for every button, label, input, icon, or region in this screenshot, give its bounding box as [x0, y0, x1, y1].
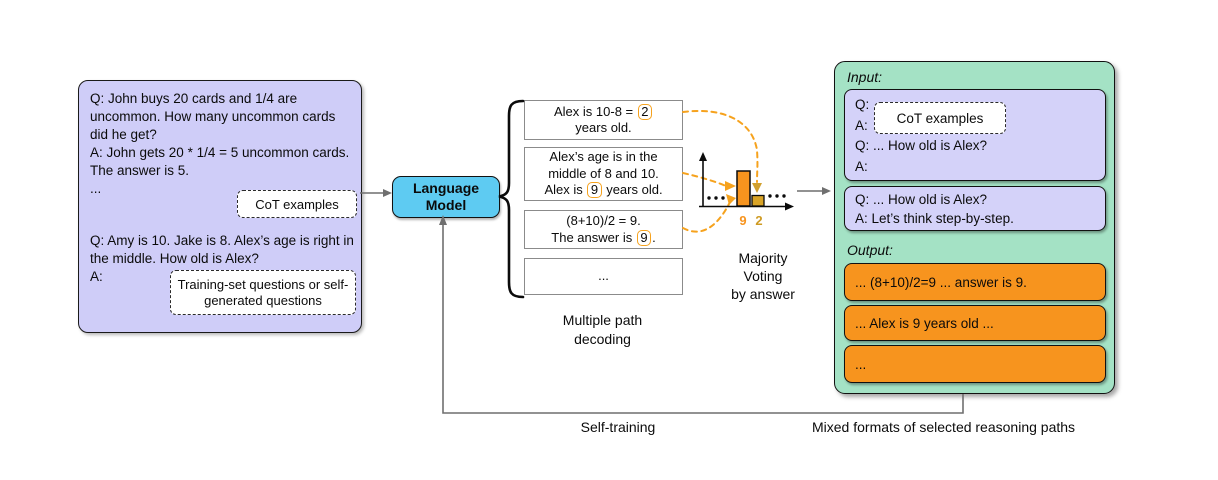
- path1-post: years old.: [575, 120, 632, 135]
- path3-post: .: [652, 229, 656, 245]
- path2-pre: Alex’s age is in the middle of 8 and 10.…: [544, 149, 659, 198]
- input-prompt-stepbystep-format: Q: ... How old is Alex? A: Let’s think s…: [844, 186, 1106, 231]
- output-path-2: ... Alex is 9 years old ...: [844, 305, 1106, 341]
- mixed-formats-label: Mixed formats of selected reasoning path…: [812, 419, 1076, 435]
- histogram-dots: [707, 194, 786, 200]
- output-path-more: ...: [844, 345, 1106, 383]
- decoded-path-more: ...: [524, 258, 683, 295]
- self-training-data-panel: Input: Q: A: Q: ... How old is Alex? A: …: [834, 61, 1115, 394]
- cot-example-text: Q: John buys 20 cards and 1/4 are uncomm…: [90, 91, 350, 196]
- cot-examples-tag-2-label: CoT examples: [896, 110, 984, 126]
- decoded-path-2: Alex’s age is in the middle of 8 and 10.…: [524, 147, 683, 201]
- training-questions-tag-label: Training-set questions or self-generated…: [177, 276, 349, 308]
- input-label: Input:: [847, 69, 883, 85]
- arrowhead-into-bar9-b: [726, 194, 736, 205]
- input-prompt-cot-lines: Q: A: Q: ... How old is Alex? A:: [855, 97, 988, 174]
- cot-examples-tag: CoT examples: [237, 190, 357, 218]
- path-more-label: ...: [598, 268, 609, 284]
- brace-icon: [498, 99, 525, 299]
- curve-path1-to-bar2: [682, 110, 759, 183]
- output-path-1-text: ... (8+10)/2=9 ... answer is 9.: [855, 274, 1027, 290]
- output-path-2-text: ... Alex is 9 years old ...: [855, 315, 994, 331]
- training-questions-tag: Training-set questions or self-generated…: [170, 270, 356, 315]
- arrowhead-into-bar2: [752, 183, 762, 193]
- input-prompt-cot-format: Q: A: Q: ... How old is Alex? A: CoT exa…: [844, 89, 1106, 181]
- arrow-vote-to-result: [797, 187, 831, 195]
- input-prompt-stepbystep-lines: Q: ... How old is Alex? A: Let’s think s…: [855, 192, 1014, 226]
- output-path-1: ... (8+10)/2=9 ... answer is 9.: [844, 263, 1106, 301]
- cot-examples-tag-2: CoT examples: [874, 102, 1006, 134]
- vote-bar-label-9: 9: [739, 213, 747, 228]
- curve-path2-to-bar9: [682, 172, 727, 187]
- decoded-path-3: (8+10)/2 = 9. The answer is 9.: [524, 210, 683, 249]
- multiple-path-decoding-caption: Multiple path decoding: [562, 312, 643, 347]
- path1-pre: Alex is 10-8 =: [554, 103, 637, 119]
- prompt-panel: Q: John buys 20 cards and 1/4 are uncomm…: [78, 80, 362, 333]
- output-path-more-text: ...: [855, 356, 867, 372]
- arrow-prompt-to-lm: [360, 189, 392, 197]
- path3-answer-highlight: 9: [636, 229, 652, 246]
- question-text: Q: Amy is 10. Jake is 8. Alex’s age is r…: [90, 233, 354, 284]
- histogram-axes: [699, 152, 794, 211]
- path2-answer-highlight: 9: [587, 182, 602, 199]
- path3-pre: (8+10)/2 = 9. The answer is: [551, 213, 641, 245]
- output-label: Output:: [847, 242, 893, 258]
- vote-bar-2: [751, 194, 765, 207]
- language-model-box: Language Model: [392, 176, 500, 218]
- arrowhead-into-bar9-a: [725, 181, 736, 191]
- self-training-label: Self-training: [580, 419, 656, 435]
- vote-bar-9: [736, 170, 751, 207]
- language-model-label: Language Model: [412, 180, 480, 213]
- path2-post: years old.: [602, 182, 663, 198]
- majority-voting-caption: Majority Voting by answer: [731, 250, 795, 302]
- curve-path3-to-bar9: [682, 201, 731, 233]
- vote-bar-label-2: 2: [755, 213, 763, 228]
- cot-examples-tag-label: CoT examples: [255, 196, 339, 212]
- path1-answer-highlight: 2: [637, 103, 652, 120]
- decoded-path-1: Alex is 10-8 = 2 years old.: [524, 100, 683, 140]
